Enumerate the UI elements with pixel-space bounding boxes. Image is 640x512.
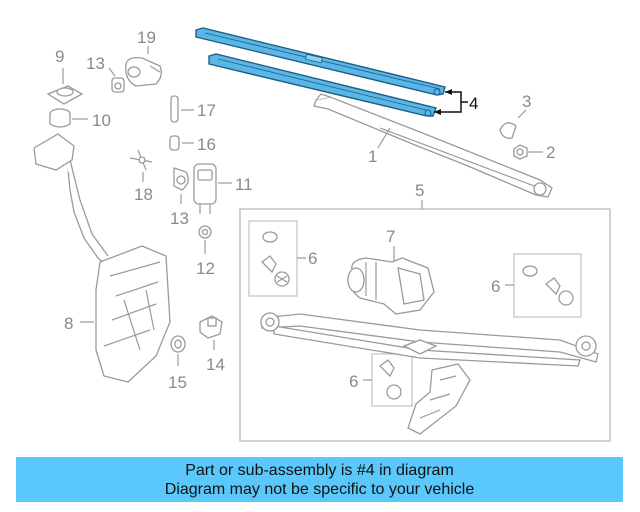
joint-pipe[interactable]	[170, 95, 179, 123]
callout-19: 19	[137, 28, 156, 47]
wiper-arm[interactable]	[313, 93, 553, 198]
hose-clip-upper[interactable]	[111, 77, 125, 93]
wiper-linkage[interactable]	[260, 312, 599, 367]
callout-16: 16	[197, 135, 216, 154]
callout-7: 7	[386, 227, 395, 246]
callout-12: 12	[196, 259, 215, 278]
wiper-blade-lower[interactable]	[208, 53, 437, 117]
callout-14: 14	[206, 355, 225, 374]
pump-grommet[interactable]	[198, 225, 212, 239]
callout-4: 4	[469, 94, 478, 113]
wiper-motor[interactable]	[347, 257, 435, 315]
washer-hose-connector[interactable]	[199, 315, 223, 339]
notice-line-1: Part or sub-assembly is #4 in diagram	[185, 462, 454, 479]
callout-3: 3	[522, 92, 531, 111]
pivot-nut[interactable]	[513, 144, 528, 160]
callout-13a: 13	[86, 54, 105, 73]
callout-8: 8	[64, 314, 73, 333]
callout-6a: 6	[308, 249, 317, 268]
callout-11: 11	[235, 175, 253, 194]
callout-13b: 13	[170, 209, 189, 228]
callout-9: 9	[55, 47, 64, 66]
filler-cap[interactable]	[49, 108, 71, 128]
callout-17: 17	[197, 101, 216, 120]
hose-clip-lower[interactable]	[173, 167, 189, 191]
washer-pump[interactable]	[193, 163, 217, 214]
pivot-hardware-box-bottom	[363, 353, 413, 407]
washer-tank[interactable]	[33, 133, 171, 383]
linkage-bracket[interactable]	[407, 363, 471, 435]
pivot-cap[interactable]	[499, 122, 517, 139]
wiper-blade-upper[interactable]	[195, 27, 446, 96]
washer-nozzle[interactable]	[125, 56, 162, 87]
linkage-assembly-box	[239, 200, 611, 442]
callout-5: 5	[415, 181, 424, 200]
callout-10: 10	[92, 111, 111, 130]
filler-grommet[interactable]	[46, 85, 84, 105]
hose-joint[interactable]	[169, 135, 180, 151]
parts-diagram: 4 1 3 2 19 13 9	[33, 27, 611, 442]
callout-6b: 6	[491, 277, 500, 296]
callout-1: 1	[368, 147, 377, 166]
callout-18: 18	[134, 185, 153, 204]
callout-2: 2	[546, 143, 555, 162]
callout-4-leader	[434, 89, 468, 115]
pivot-hardware-box-right	[505, 253, 582, 318]
tank-grommet[interactable]	[170, 335, 186, 353]
hose-clamp[interactable]	[129, 149, 153, 171]
callout-6c: 6	[349, 372, 358, 391]
notice-banner: Part or sub-assembly is #4 in diagram Di…	[16, 457, 623, 502]
callout-15: 15	[168, 373, 187, 392]
pivot-hardware-box-left	[248, 220, 306, 297]
notice-line-2: Diagram may not be specific to your vehi…	[164, 481, 475, 498]
